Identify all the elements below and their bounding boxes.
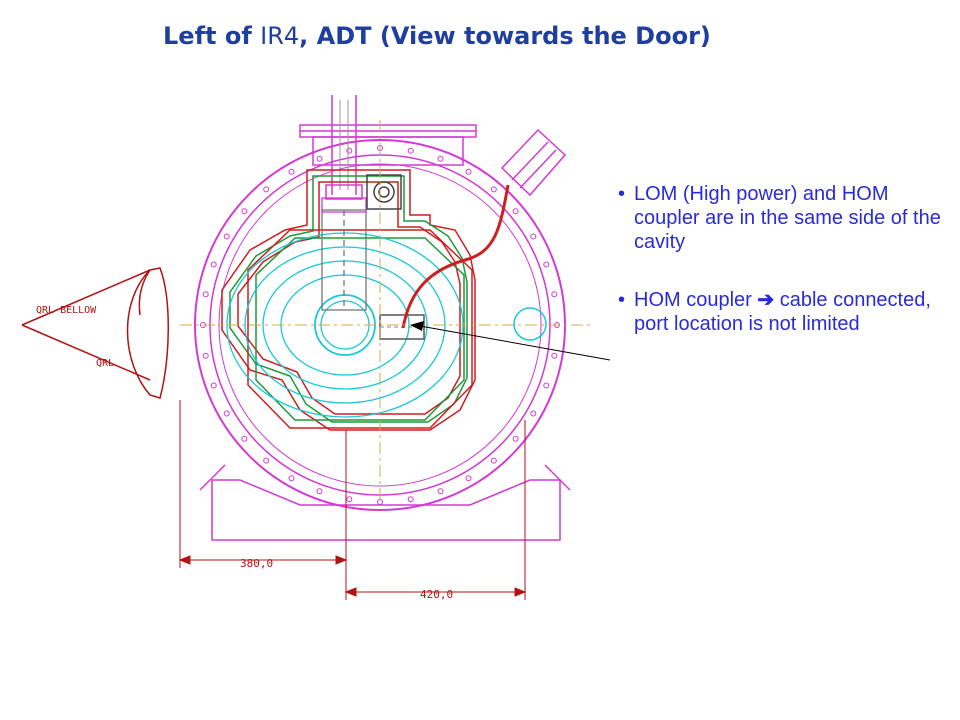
bolt-hole [263, 186, 270, 193]
bolt-hole [490, 186, 497, 193]
top-flange [299, 124, 477, 166]
bolt-hole [437, 155, 444, 162]
bolt-hole [316, 155, 323, 162]
annotation-bullets: LOM (High power) and HOM coupler are in … [618, 182, 948, 336]
bolt-hole [316, 488, 323, 495]
bolt-hole [346, 147, 353, 154]
bolt-hole [202, 291, 209, 298]
right-port [513, 307, 547, 341]
bolt-hole [377, 499, 383, 505]
bolt-hole [346, 496, 353, 503]
bolt-hole [530, 410, 537, 417]
lom-coupler [321, 197, 367, 311]
bolt-hole [543, 382, 550, 389]
bullet-2-part-a: HOM coupler [634, 289, 758, 311]
bolt-hole [551, 291, 558, 298]
centerlines [180, 120, 590, 500]
bolt-hole [407, 147, 414, 154]
support-saddle [199, 464, 571, 541]
bolt-hole [465, 475, 472, 482]
page-title: Left of IR4, ADT (View towards the Door) [163, 22, 711, 50]
bolt-hole [202, 352, 209, 359]
bolt-hole [263, 457, 270, 464]
bolt-hole [223, 410, 230, 417]
bolt-hole [223, 233, 230, 240]
dimension-right-label: 420,0 [420, 588, 453, 601]
bolt-hole [407, 496, 414, 503]
right-arrow-icon: ➔ [757, 289, 775, 311]
qrl-bellow [21, 267, 169, 399]
dimension-left-label: 380,0 [240, 557, 273, 570]
bolt-hole [210, 382, 217, 389]
bolt-hole [512, 435, 519, 442]
cavity-octagon [247, 229, 473, 429]
pump-port [366, 174, 402, 210]
title-part-2: IR4 [260, 22, 300, 50]
hom-callout-arrow [410, 321, 611, 361]
bolt-hole [437, 488, 444, 495]
bolt-hole [543, 261, 550, 268]
bolt-hole [465, 168, 472, 175]
bolt-hole [512, 208, 519, 215]
qrl-bellow-label: QRL BELLOW [36, 305, 97, 316]
dimension-lines [178, 400, 527, 600]
bolt-hole [530, 233, 537, 240]
bullet-lom-hom: LOM (High power) and HOM coupler are in … [618, 182, 948, 254]
bolt-hole [210, 261, 217, 268]
bullet-hom-cable: HOM coupler ➔ cable connected, port loca… [618, 288, 948, 336]
bolt-hole [288, 168, 295, 175]
feedthrough-pipe [325, 95, 363, 200]
hom-cable [401, 184, 510, 329]
thermal-shield [221, 169, 476, 431]
bullet-2-part-b: cable connected, port location is not li… [634, 289, 931, 335]
bolt-hole [241, 208, 248, 215]
bolt-hole [241, 435, 248, 442]
qrl-label: QRL [96, 358, 114, 369]
bolt-hole [288, 475, 295, 482]
title-part-3: , ADT (View towards the Door) [299, 22, 711, 50]
title-part-1: Left of [163, 22, 261, 50]
bolt-hole [551, 352, 558, 359]
right-port-flange [500, 128, 567, 197]
bolt-hole [490, 457, 497, 464]
